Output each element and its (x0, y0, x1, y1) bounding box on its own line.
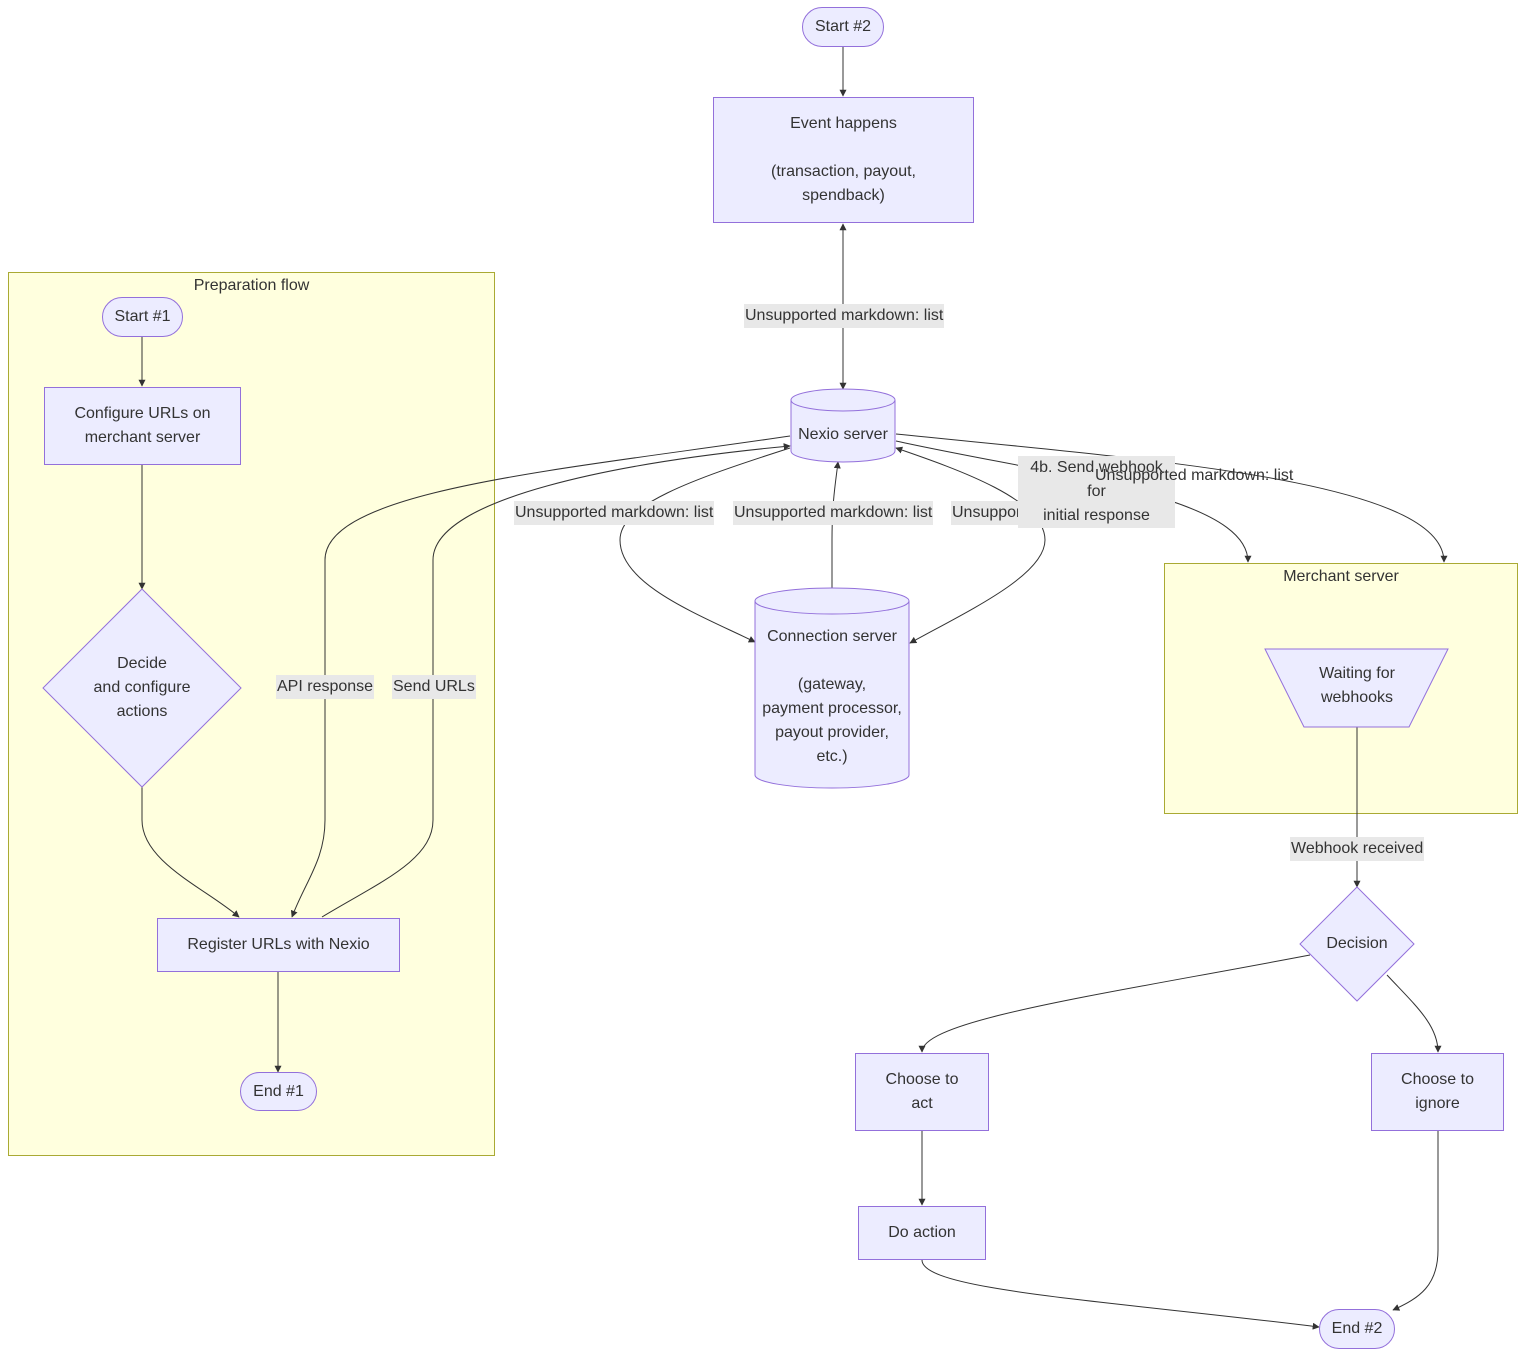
edge-decide-register (141, 787, 240, 918)
edge-connection-nexio-right (895, 446, 1046, 644)
edge-label-nexio-connection-left: Unsupported markdown: list (514, 501, 715, 525)
connection-server-cylinder (754, 587, 910, 789)
waiting-trapezoid (1264, 648, 1449, 728)
edge-label-send-urls: Send URLs (392, 675, 476, 699)
edge-decision-act (918, 954, 1311, 1053)
edge-api-response (290, 435, 791, 918)
edge-label-event-nexio: Unsupported markdown: list (744, 304, 945, 328)
preparation-flow-title: Preparation flow (193, 277, 310, 294)
edge-send-urls (321, 443, 791, 918)
decide-actions-diamond (42, 588, 242, 788)
decision-diamond (1299, 886, 1415, 1002)
edge-do-action-end2 (921, 1259, 1320, 1330)
start-1-node: Start #1 (102, 297, 183, 337)
end-1-node: End #1 (240, 1072, 317, 1111)
edge-label-send-webhook: 4b. Send webhook for initial response (1018, 456, 1175, 528)
edge-label-connection-nexio-mid: Unsupported markdown: list (733, 501, 934, 525)
configure-urls-node: Configure URLs on merchant server (44, 387, 241, 465)
edge-decision-ignore (1386, 974, 1442, 1053)
choose-act-node: Choose to act (855, 1053, 989, 1131)
edge-nexio-connection-left (619, 447, 791, 643)
register-urls-node: Register URLs with Nexio (157, 918, 400, 972)
edge-label-webhook-received: Webhook received (1290, 837, 1425, 861)
do-action-node: Do action (858, 1206, 986, 1260)
edge-nexio-merchant-list (895, 433, 1448, 563)
edge-label-api-response: API response (276, 675, 375, 699)
merchant-server-title: Merchant server (1283, 568, 1399, 585)
nexio-server-cylinder (790, 388, 896, 463)
edge-label-nexio-merchant: Unsupported markdown: list (1095, 467, 1294, 484)
edge-connection-nexio-mid (831, 461, 841, 588)
edge-ignore-end2 (1392, 1131, 1439, 1311)
choose-ignore-node: Choose to ignore (1371, 1053, 1504, 1131)
merchant-server-cluster: Merchant server (1164, 563, 1518, 814)
end-2-node: End #2 (1319, 1309, 1395, 1349)
event-happens-node: Event happens (transaction, payout, spen… (713, 97, 974, 223)
start-2-node: Start #2 (802, 7, 884, 47)
